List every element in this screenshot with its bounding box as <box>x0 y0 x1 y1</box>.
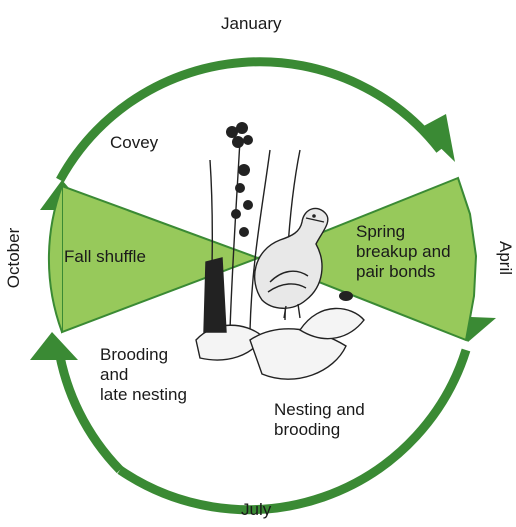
arrowhead-left-bottom <box>30 332 78 360</box>
month-july: July <box>241 500 271 520</box>
ring-arc-winter <box>60 62 440 180</box>
leaf <box>300 308 364 338</box>
phase-brooding-late-nesting: Brooding and late nesting <box>100 345 187 405</box>
phase-spring-breakup: Spring breakup and pair bonds <box>356 222 451 282</box>
phase-nesting-line: Nesting and <box>274 400 365 420</box>
phase-brooding-line: Brooding <box>100 345 187 365</box>
phase-nesting-line: brooding <box>274 420 365 440</box>
stump <box>204 258 226 332</box>
phase-brooding-line: late nesting <box>100 385 187 405</box>
phase-brooding-line: and <box>100 365 187 385</box>
quail-body <box>255 208 328 308</box>
berry-cluster <box>226 122 253 237</box>
quail-eye <box>312 214 316 218</box>
month-april: April <box>495 241 515 275</box>
month-january: January <box>221 14 281 34</box>
phase-covey: Covey <box>110 133 158 153</box>
phase-nesting-brooding: Nesting and brooding <box>274 400 365 440</box>
phase-spring-line: breakup and <box>356 242 451 262</box>
month-october: October <box>4 228 24 288</box>
phase-spring-line: pair bonds <box>356 262 451 282</box>
phase-spring-line: Spring <box>356 222 451 242</box>
phase-fall-shuffle: Fall shuffle <box>64 247 146 267</box>
insect <box>339 291 353 301</box>
